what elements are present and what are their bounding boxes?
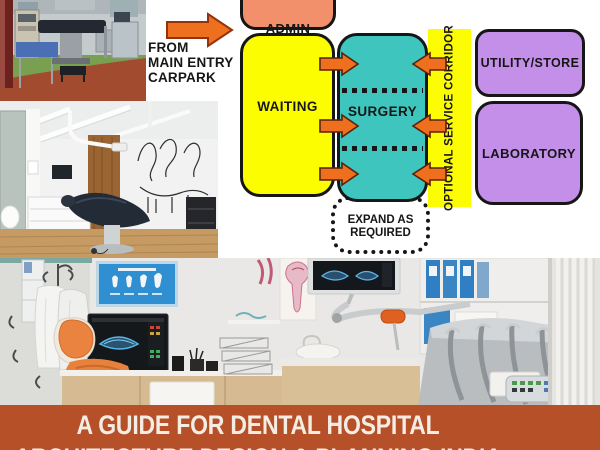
window-blinds <box>548 258 600 406</box>
red-column <box>5 0 13 88</box>
pen-cup <box>190 359 204 371</box>
equipment-cart <box>111 21 139 59</box>
utility-store-box: UTILITY/STORE <box>475 29 585 97</box>
dental-chair <box>66 192 150 228</box>
dental-delivery-arm <box>331 301 471 351</box>
admin-room-label: ADMIN <box>265 21 311 36</box>
desk-top <box>60 370 310 376</box>
dental-lamp-arm <box>68 111 117 149</box>
operating-room-photo <box>0 0 146 101</box>
paper-trays <box>219 337 273 375</box>
dental-clinic-photo <box>0 101 218 258</box>
admin-room-box: ADMIN <box>240 0 336 36</box>
utility-store-label: UTILITY/STORE <box>480 56 580 70</box>
flow-arrow-right-1-icon <box>319 51 360 77</box>
flow-arrow-right-2-icon <box>319 113 360 139</box>
step-stool <box>60 66 86 75</box>
laboratory-box: LABORATORY <box>475 101 583 205</box>
expansion-divider-1 <box>342 88 423 93</box>
flow-arrow-right-3-icon <box>319 161 360 187</box>
ceiling-monitor <box>307 258 401 305</box>
expand-as-required-box: EXPAND AS REQUIRED <box>331 196 430 254</box>
laboratory-label: LABORATORY <box>481 145 577 161</box>
expansion-divider-2 <box>342 146 423 151</box>
entry-label-line1: FROM <box>148 40 189 55</box>
entry-label: FROM MAIN ENTRY CARPARK <box>148 40 234 85</box>
safety-goggles <box>235 312 267 319</box>
entry-label-line3: CARPARK <box>148 70 216 85</box>
flow-arrow-left-1-icon <box>411 51 447 77</box>
entry-arrow-icon <box>166 12 234 48</box>
waiting-room-label: WAITING <box>257 99 318 114</box>
sphere-lamp <box>0 205 20 229</box>
blue-drape-table <box>16 42 58 57</box>
coat-rack-hooks <box>8 264 74 389</box>
banner-title-line2: ARCHITECTURE DESIGN & PLANNING INDIA <box>0 442 516 450</box>
waiting-room-box: WAITING <box>240 33 335 197</box>
expand-note: EXPAND AS REQUIRED <box>347 214 414 239</box>
flamingo-mural <box>137 138 209 213</box>
title-banner: A GUIDE FOR DENTAL HOSPITAL ARCHITECTURE… <box>0 405 600 450</box>
banner-title-line1: A GUIDE FOR DENTAL HOSPITAL <box>76 409 440 440</box>
flow-arrow-left-2-icon <box>411 113 447 139</box>
terracotta-floor <box>0 58 146 101</box>
flow-arrow-left-3-icon <box>411 161 447 187</box>
surgery-room-label: SURGERY <box>347 104 418 119</box>
flow-arrows <box>319 51 447 187</box>
dental-office-photo <box>0 258 600 406</box>
entry-label-line2: MAIN ENTRY <box>148 55 234 70</box>
surgical-table <box>38 20 106 33</box>
orange-handle <box>380 309 406 324</box>
teeth-poster <box>96 261 178 307</box>
sink <box>295 343 341 361</box>
tv-monitor <box>52 165 72 179</box>
